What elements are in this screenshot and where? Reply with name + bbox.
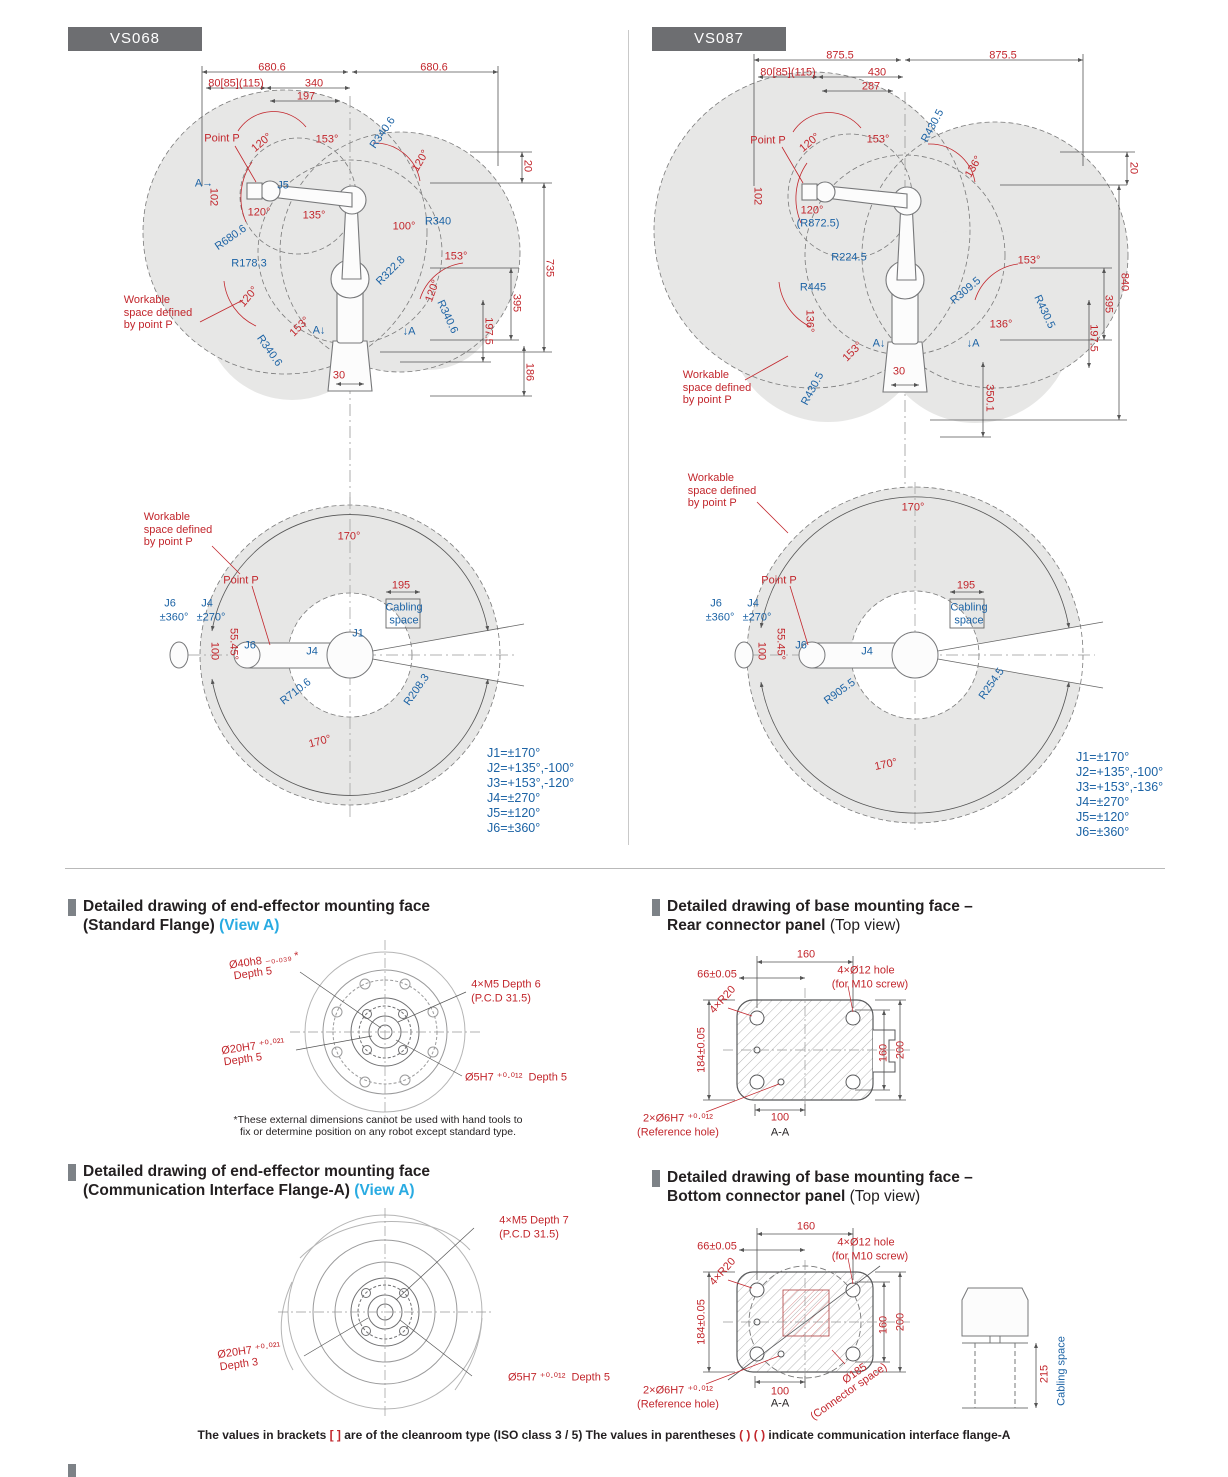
section-title: Detailed drawing of end-effector mountin…	[83, 898, 431, 915]
vs068-top-view	[169, 497, 525, 818]
view-a-link: (View A)	[219, 917, 280, 935]
section-divider	[65, 868, 1165, 869]
joint-range-label: J1=±170°	[487, 746, 541, 760]
footer-segment: The values in brackets	[197, 1428, 330, 1442]
footer-segment: The values in parentheses	[582, 1428, 740, 1442]
heading-bar-icon	[652, 1170, 660, 1187]
section-title: Detailed drawing of end-effector mountin…	[83, 1163, 431, 1180]
joint-range-label: J6=±360°	[487, 821, 541, 835]
footer-segment: [ ]	[329, 1428, 341, 1442]
vs068-side-view	[142, 66, 552, 585]
model-badge-vs068: VS068	[68, 27, 202, 51]
vs087-side-view	[653, 54, 1135, 585]
section-subtitle: (Communication Interface Flange-A)	[83, 1182, 350, 1200]
column-divider	[628, 30, 629, 845]
joint-range-label: J2=+135°,-100°	[487, 761, 575, 775]
section-heading-flange-comm: Detailed drawing of end-effector mountin…	[68, 1162, 430, 1201]
joint-range-label: J2=+135°,-100°	[1076, 765, 1164, 779]
section-subtitle: Bottom connector panel	[667, 1188, 846, 1206]
vs068-joint-ranges: J1=±170°J2=+135°,-100°J3=+153°,-120°J4=±…	[487, 746, 574, 836]
joint-range-label: J4=±270°	[1076, 795, 1130, 809]
joint-range-label: J3=+153°,-136°	[1076, 780, 1164, 794]
footer-segment: are of the cleanroom type (ISO class 3 /…	[340, 1428, 583, 1442]
joint-range-label: J5=±120°	[487, 806, 541, 820]
section-heading-flange-standard: Detailed drawing of end-effector mountin…	[68, 897, 430, 936]
section-heading-base-bottom: Detailed drawing of base mounting face –…	[652, 1168, 973, 1207]
footer-segment: indicate communication interface flange-…	[765, 1428, 1011, 1442]
section-heading-base-rear: Detailed drawing of base mounting face –…	[652, 897, 973, 936]
joint-range-label: J6=±360°	[1076, 825, 1130, 839]
joint-range-label: J5=±120°	[1076, 810, 1130, 824]
joint-range-label: J4=±270°	[487, 791, 541, 805]
heading-bar-icon	[68, 899, 76, 916]
heading-bar-icon	[68, 1164, 76, 1181]
joint-range-label: J1=±170°	[1076, 750, 1130, 764]
joint-range-label: J3=+153°,-120°	[487, 776, 575, 790]
view-label: (Top view)	[829, 917, 901, 935]
base-rear-drawing	[703, 956, 910, 1116]
view-a-link: (View A)	[354, 1182, 415, 1200]
section-subtitle: (Standard Flange)	[83, 917, 215, 935]
flange-comm-drawing	[278, 1208, 492, 1416]
base-bottom-drawing	[703, 1228, 1038, 1409]
footer-segment: ( ) ( )	[739, 1428, 766, 1442]
section-title: Detailed drawing of base mounting face –	[667, 1169, 973, 1186]
section-title: Detailed drawing of base mounting face –	[667, 898, 973, 915]
cropped-heading-bar	[68, 1464, 76, 1477]
section-subtitle: Rear connector panel	[667, 917, 826, 935]
model-badge-vs087: VS087	[652, 27, 786, 51]
view-label: (Top view)	[849, 1188, 921, 1206]
flange-standard-drawing	[290, 940, 480, 1124]
footer-note: The values in brackets [ ] are of the cl…	[0, 1428, 1208, 1442]
vs087-top-view	[734, 482, 1104, 830]
heading-bar-icon	[652, 899, 660, 916]
vs087-joint-ranges: J1=±170°J2=+135°,-100°J3=+153°,-136°J4=±…	[1076, 750, 1163, 840]
